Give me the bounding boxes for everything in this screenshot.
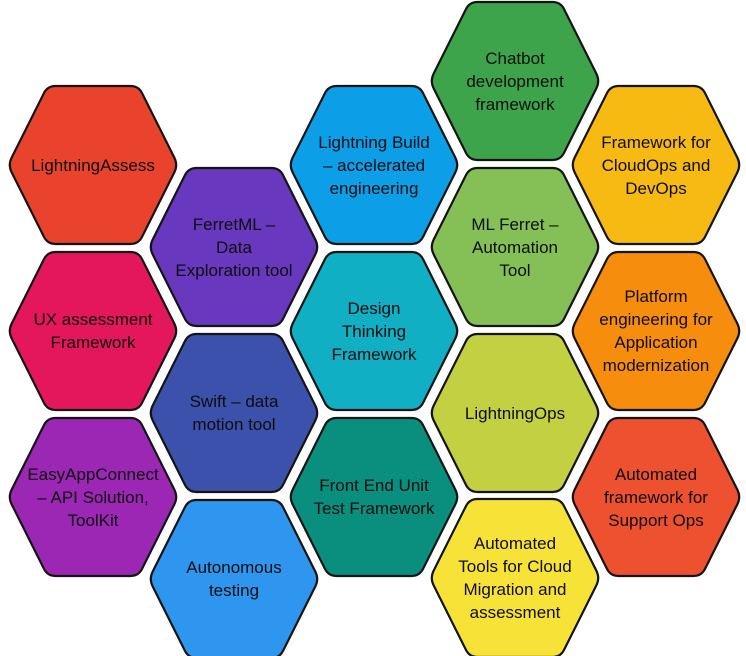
hex-swift-data-motion: Swift – data motion tool xyxy=(149,332,319,494)
hex-label: LightningAssess xyxy=(31,155,155,175)
hex-support-ops: Automated framework for Support Ops xyxy=(571,416,741,578)
hex-ml-ferret-automation: ML Ferret – Automation Tool xyxy=(430,166,600,328)
hex-label: Chatbot development framework xyxy=(466,48,564,114)
hex-platform-engineering: Platform engineering for Application mod… xyxy=(571,250,741,412)
hex-label: Swift – data motion tool xyxy=(189,392,279,434)
hex-label: UX assessment Framework xyxy=(33,310,153,352)
hex-lightning-build: Lightning Build – accelerated engineerin… xyxy=(289,84,459,246)
hex-label: Lightning Build – accelerated engineerin… xyxy=(318,132,430,198)
hex-label: Design Thinking Framework xyxy=(331,298,417,364)
hex-label: Framework for CloudOps and DevOps xyxy=(601,132,711,198)
hex-label: LightningOps xyxy=(464,403,566,423)
hex-label: Autonomous testing xyxy=(186,558,282,600)
hex-ux-assessment: UX assessment Framework xyxy=(8,250,178,412)
hex-design-thinking: Design Thinking Framework xyxy=(289,250,459,412)
hex-label: EasyAppConnect – API Solution, ToolKit xyxy=(27,464,159,530)
hex-lightning-ops: LightningOps xyxy=(430,332,600,494)
hex-label: Platform engineering for Application mod… xyxy=(599,287,713,375)
hex-easy-app-connect: EasyAppConnect – API Solution, ToolKit xyxy=(8,416,178,578)
hex-lightning-assess: LightningAssess xyxy=(8,84,178,246)
hex-cloudops-devops: Framework for CloudOps and DevOps xyxy=(571,84,741,246)
hex-chatbot-development: Chatbot development framework xyxy=(430,0,600,162)
hex-autonomous-testing: Autonomous testing xyxy=(149,498,319,656)
hex-automated-cloud-tools: Automated Tools for Cloud Migration and … xyxy=(430,497,600,656)
hex-label: Front End Unit Test Framework xyxy=(313,476,435,518)
hex-front-end-unit-test: Front End Unit Test Framework xyxy=(289,416,459,578)
hex-label: ML Ferret – Automation Tool xyxy=(471,214,559,280)
hex-label: FerretML – Data Exploration tool xyxy=(175,214,293,280)
hex-ferret-ml: FerretML – Data Exploration tool xyxy=(149,166,319,328)
hex-label: Automated framework for Support Ops xyxy=(604,464,708,530)
hex-label: Automated Tools for Cloud Migration and … xyxy=(458,534,572,622)
